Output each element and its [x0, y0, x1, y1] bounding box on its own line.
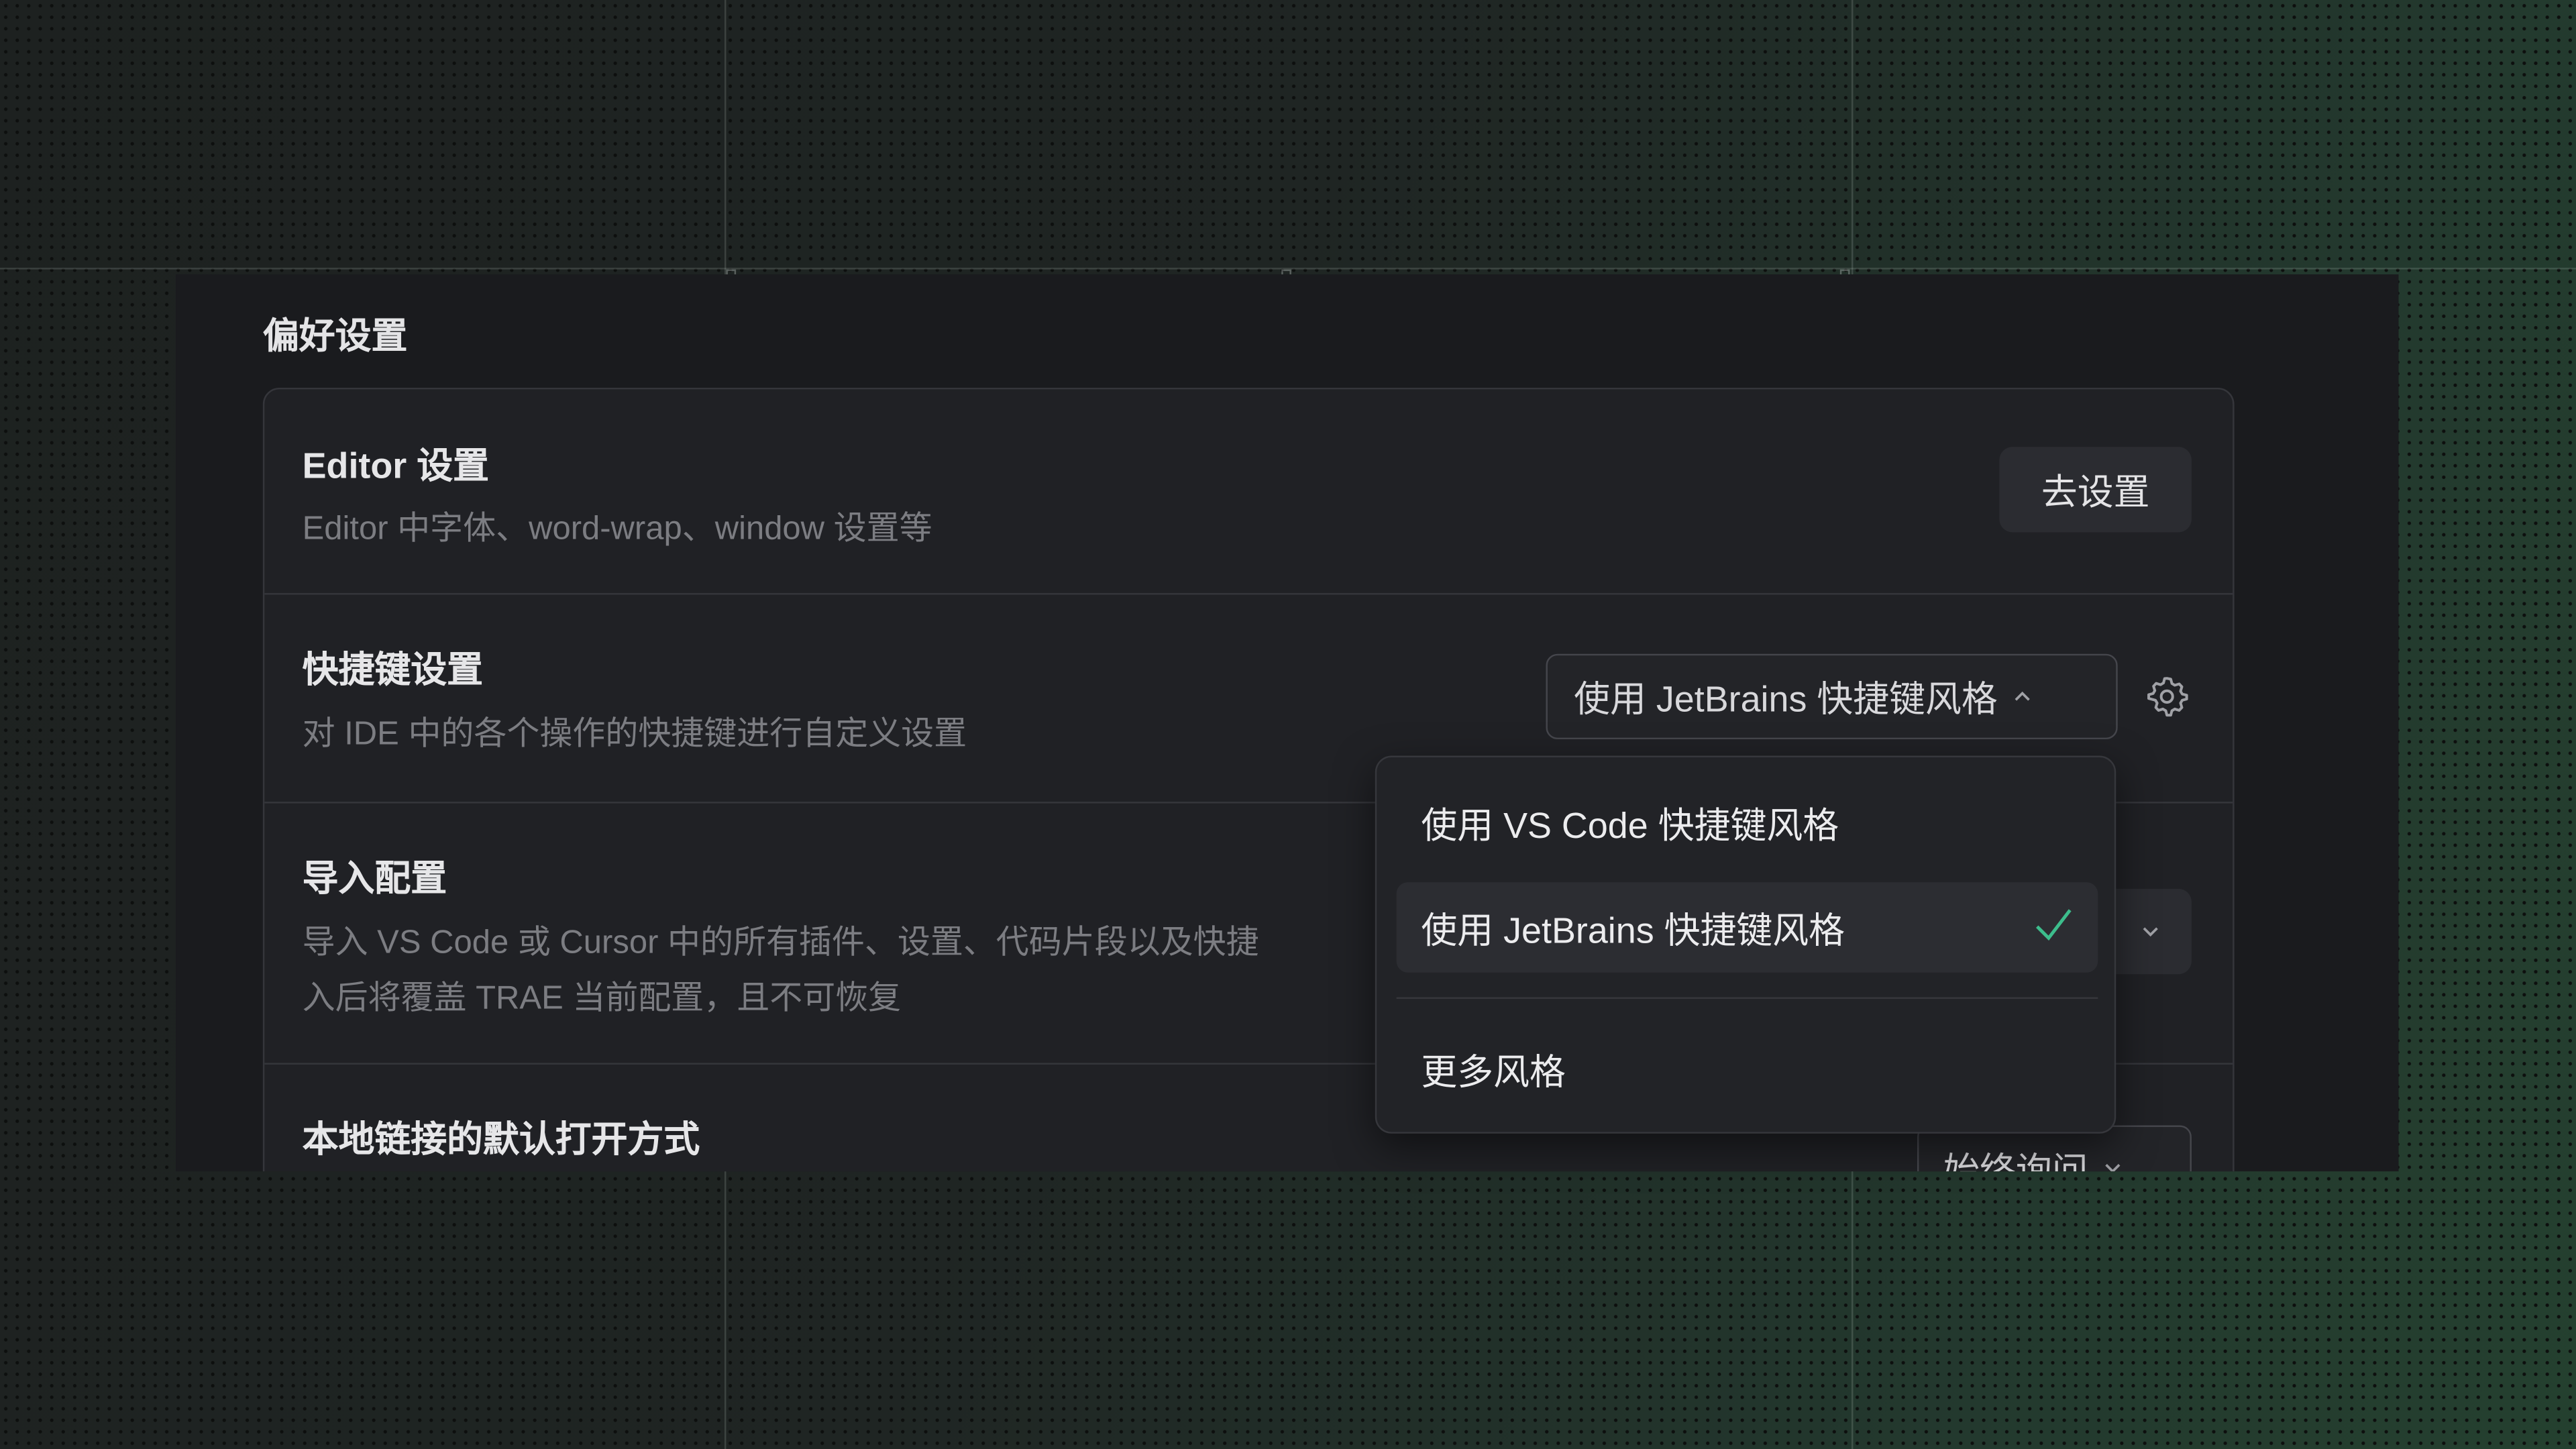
menu-item-label: 使用 JetBrains 快捷键风格	[1421, 909, 1845, 951]
row-title: Editor 设置	[302, 445, 489, 486]
menu-divider	[1396, 997, 2098, 999]
row-keybindings: 快捷键设置 对 IDE 中的各个操作的快捷键进行自定义设置 使用 JetBrai…	[264, 595, 2233, 804]
chevron-down-icon	[2143, 927, 2158, 937]
row-editor-settings: Editor 设置 Editor 中字体、word-wrap、window 设置…	[264, 389, 2233, 595]
select-value: 使用 JetBrains 快捷键风格	[1574, 678, 1998, 720]
row-desc: 对 IDE 中的各个操作的快捷键进行自定义设置	[302, 716, 967, 753]
gear-icon[interactable]	[2144, 674, 2190, 720]
row-desc-line1: 导入 VS Code 或 Cursor 中的所有插件、设置、代码片段以及快捷	[302, 924, 1259, 961]
chevron-up-icon	[2015, 691, 2030, 701]
menu-item-more-styles[interactable]: 更多风格	[1397, 1024, 2098, 1114]
menu-item-jetbrains[interactable]: 使用 JetBrains 快捷键风格	[1396, 882, 2098, 973]
menu-item-label: 使用 VS Code 快捷键风格	[1421, 804, 1839, 846]
select-value: 始终询问	[1943, 1150, 2088, 1172]
row-title: 本地链接的默认打开方式	[302, 1118, 700, 1160]
keybinding-style-menu: 使用 VS Code 快捷键风格 使用 JetBrains 快捷键风格 更多风格	[1375, 755, 2116, 1134]
guide-line	[0, 268, 2576, 270]
menu-item-vscode[interactable]: 使用 VS Code 快捷键风格	[1397, 777, 2098, 867]
row-title: 快捷键设置	[302, 649, 484, 690]
row-desc-line2: 入后将覆盖 TRAE 当前配置，且不可恢复	[302, 981, 902, 1017]
menu-item-label: 更多风格	[1421, 1051, 1566, 1092]
page-title: 偏好设置	[262, 315, 408, 357]
keybinding-style-select[interactable]: 使用 JetBrains 快捷键风格	[1546, 653, 2118, 740]
row-title: 导入配置	[302, 857, 447, 899]
chevron-down-icon	[2105, 1164, 2121, 1172]
go-settings-button[interactable]: 去设置	[1999, 447, 2192, 533]
check-icon	[2036, 909, 2072, 941]
row-desc: Editor 中字体、word-wrap、window 设置等	[302, 511, 932, 547]
